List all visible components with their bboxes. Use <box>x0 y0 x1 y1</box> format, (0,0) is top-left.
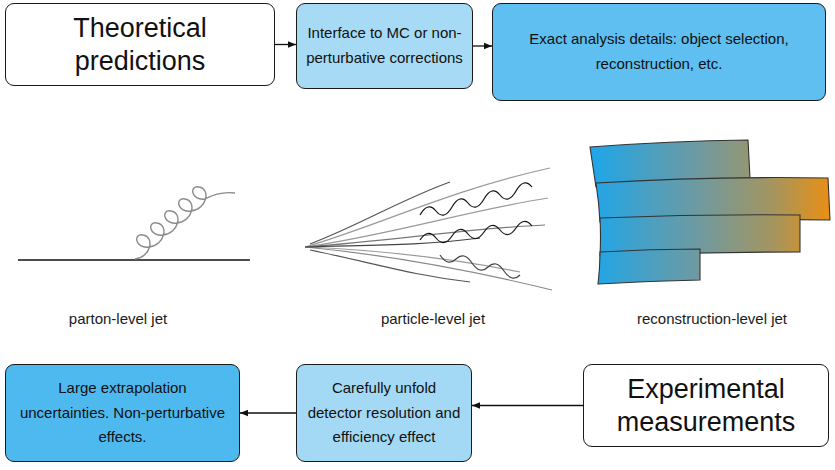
process-box: Interface to MC or non-perturbative corr… <box>296 3 473 89</box>
parton-jet-drawing <box>18 187 250 260</box>
box-text: Interface to MC or non-perturbative corr… <box>305 21 464 71</box>
box-text: Carefully unfold detector resolution and… <box>305 376 463 450</box>
box-text: Exact analysis details: object selection… <box>501 27 817 77</box>
jet-caption: particle-level jet <box>381 310 485 327</box>
calorimeter-deposits <box>590 140 830 284</box>
process-box: Large extrapolation uncertainties. Non-p… <box>5 364 240 462</box>
flow-arrow <box>240 412 296 413</box>
flow-arrow <box>472 405 583 406</box>
particle-jet-drawing <box>305 168 552 290</box>
box-text: Theoretical predictions <box>14 12 266 77</box>
jet-caption: reconstruction-level jet <box>637 310 787 327</box>
box-text: Experimental measurements <box>592 373 820 438</box>
flow-arrow <box>473 45 492 46</box>
process-box: Theoretical predictions <box>5 3 275 86</box>
process-box: Experimental measurements <box>583 364 829 447</box>
process-box: Carefully unfold detector resolution and… <box>296 364 472 462</box>
flow-arrow <box>275 44 296 45</box>
box-text: Large extrapolation uncertainties. Non-p… <box>14 376 231 450</box>
jet-caption: parton-level jet <box>69 310 167 327</box>
process-box: Exact analysis details: object selection… <box>492 3 826 101</box>
